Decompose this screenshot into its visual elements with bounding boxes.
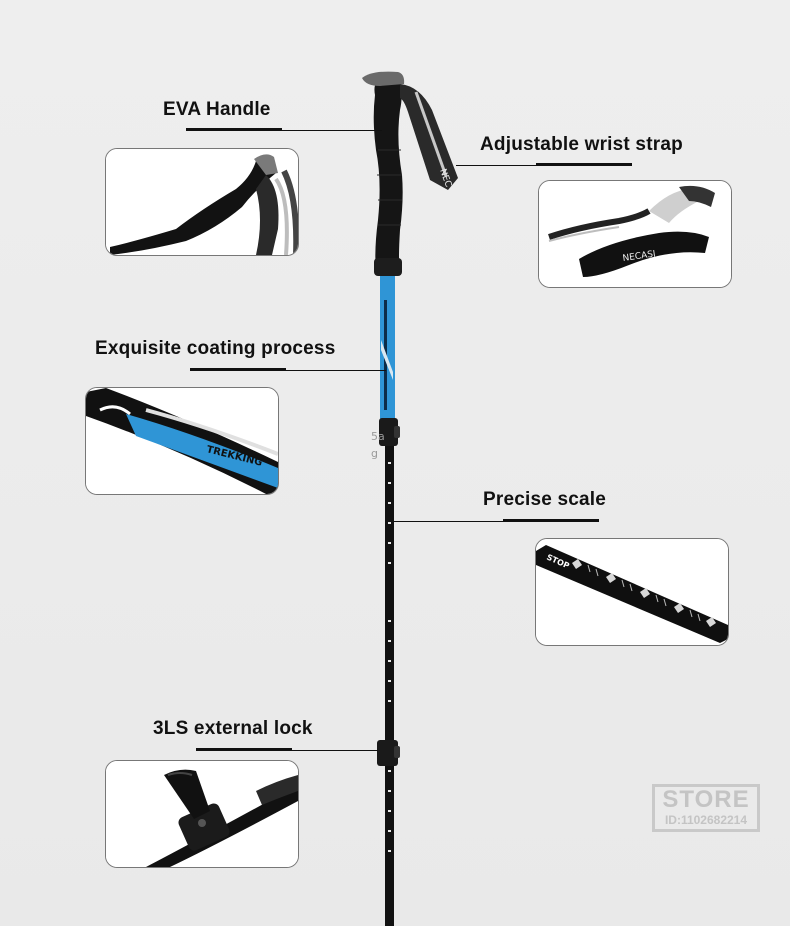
lock-underline <box>196 748 292 751</box>
scale-detail-image: STOP <box>535 538 729 646</box>
coating-underline <box>190 368 286 371</box>
scale-underline <box>503 519 599 522</box>
scale-label: Precise scale <box>483 489 607 510</box>
eva-handle-leader <box>282 130 382 131</box>
coating-leader <box>286 370 386 371</box>
eva-handle-label: EVA Handle <box>163 99 271 120</box>
lock-label: 3LS external lock <box>153 718 313 739</box>
wrist-strap-underline <box>536 163 632 166</box>
coating-label: Exquisite coating process <box>95 338 336 359</box>
eva-handle-underline <box>186 128 282 131</box>
stray-text-1: 5a <box>371 430 385 443</box>
wrist-strap-leader <box>456 165 536 166</box>
strap-brand-text: NECASI <box>622 249 656 264</box>
stray-text-2: g <box>371 447 378 460</box>
watermark-title: STORE <box>662 786 750 813</box>
wrist-strap-detail-image: NECASI <box>538 180 732 288</box>
lock-detail-image <box>105 760 299 868</box>
eva-handle-detail-image <box>105 148 299 256</box>
coating-detail-image: TREKKING <box>85 387 279 495</box>
store-watermark: STORE ID:1102682214 <box>652 784 760 832</box>
scale-leader <box>394 521 503 522</box>
lock-leader <box>292 750 378 751</box>
watermark-id: ID:1102682214 <box>664 813 748 827</box>
wrist-strap-label: Adjustable wrist strap <box>480 134 683 155</box>
